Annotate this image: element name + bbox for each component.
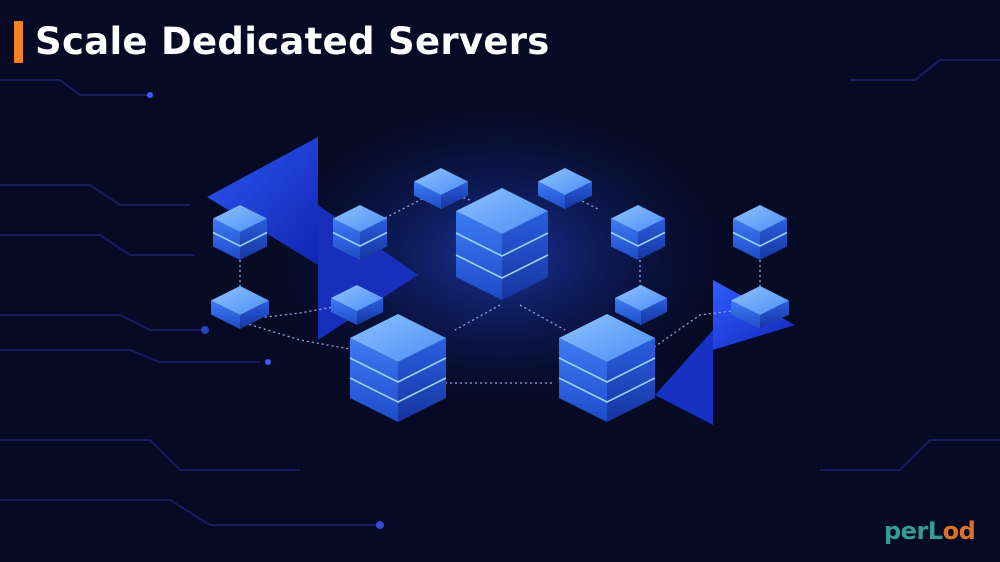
network-hub-icon xyxy=(414,168,468,209)
server-top-face xyxy=(350,314,446,362)
server-left-face xyxy=(559,338,607,422)
network-hub-icon xyxy=(731,286,789,329)
server-layer-line xyxy=(212,231,268,247)
server-top-face xyxy=(538,168,592,195)
server-right-face xyxy=(502,211,548,300)
server-rack-icon xyxy=(610,205,666,260)
server-layer-line xyxy=(558,357,656,383)
server-right-face xyxy=(760,300,789,329)
server-layer-line xyxy=(455,232,549,257)
server-rack-icon xyxy=(212,205,268,260)
server-top-face xyxy=(559,314,655,362)
server-left-face xyxy=(414,181,441,209)
server-top-face xyxy=(611,205,665,232)
server-layer-line xyxy=(349,377,447,403)
server-rack-icon xyxy=(558,314,656,422)
server-rack-icon xyxy=(349,314,447,422)
network-hub-icon xyxy=(615,285,667,325)
server-left-face xyxy=(538,181,565,209)
server-left-face xyxy=(731,300,760,329)
server-top-face xyxy=(615,285,667,311)
server-top-face xyxy=(331,285,383,311)
network-hub-icon xyxy=(538,168,592,209)
server-right-face xyxy=(357,298,383,325)
server-layer-line xyxy=(455,254,549,279)
network-hub-icon xyxy=(331,285,383,325)
server-rack-icon xyxy=(332,205,388,260)
data-stream-icon xyxy=(214,140,771,296)
server-left-face xyxy=(350,338,398,422)
server-left-face xyxy=(615,298,641,325)
server-top-face xyxy=(211,286,269,315)
server-left-face xyxy=(211,300,240,329)
server-layer-line xyxy=(558,377,656,403)
server-top-face xyxy=(213,205,267,232)
server-right-face xyxy=(240,300,269,329)
logo-text-primary: perL xyxy=(884,517,943,545)
server-layer-line xyxy=(610,231,666,247)
page-header: Scale Dedicated Servers xyxy=(14,20,550,64)
title-accent-bar xyxy=(14,21,23,63)
server-cluster xyxy=(211,168,789,422)
server-layer-line xyxy=(349,357,447,383)
page-title: Scale Dedicated Servers xyxy=(35,20,550,63)
server-rack-icon xyxy=(455,188,549,300)
server-layer-line xyxy=(332,231,388,247)
server-top-face xyxy=(333,205,387,232)
server-left-face xyxy=(331,298,357,325)
circuit-lines xyxy=(0,59,1000,526)
server-right-face xyxy=(641,298,667,325)
circuit-nodes xyxy=(147,92,384,529)
network-hub-icon xyxy=(211,286,269,329)
server-rack-icon xyxy=(732,205,788,260)
server-left-face xyxy=(456,211,502,300)
logo-text-secondary: od xyxy=(942,517,976,545)
server-top-face xyxy=(456,188,548,234)
server-right-face xyxy=(607,338,655,422)
server-right-face xyxy=(398,338,446,422)
server-right-face xyxy=(565,181,592,209)
server-right-face xyxy=(441,181,468,209)
server-top-face xyxy=(731,286,789,315)
server-layer-line xyxy=(732,231,788,247)
server-top-face xyxy=(733,205,787,232)
server-top-face xyxy=(414,168,468,195)
